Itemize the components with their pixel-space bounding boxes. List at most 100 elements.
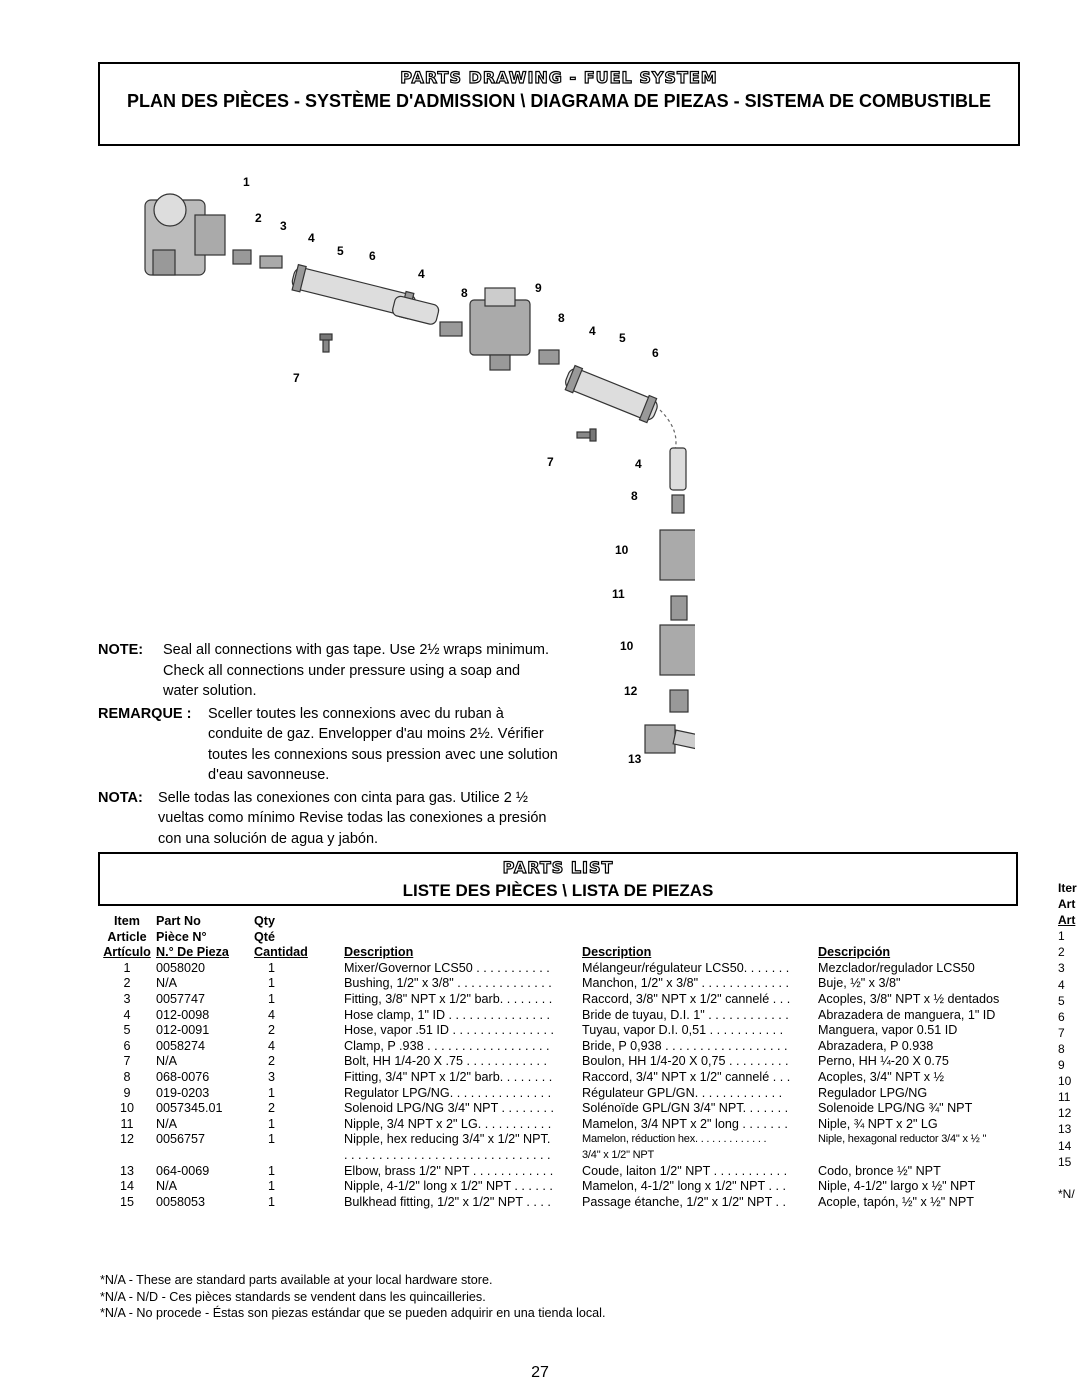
quantity-cell: 4 (268, 1007, 276, 1022)
description-fr-cell: Bride de tuyau, D.I. 1" . . . . . . . . … (582, 1007, 789, 1022)
callout-number: 7 (293, 371, 300, 385)
parts-list-title: PARTS LIST (502, 857, 614, 877)
part-number-cell: N/A (156, 1054, 177, 1069)
description-es-cell: Acople, tapón, ½" x ½" NPT (818, 1194, 974, 1209)
table-row: . . . . . . . . . . . . . . . . . . . . … (98, 1148, 1048, 1164)
fragment-line: Iter (1058, 881, 1077, 895)
callout-number: 10 (615, 543, 629, 557)
parts-table: Item Part No Qty Article Pièce N° Qté Ar… (98, 914, 1048, 1210)
description-es-cell: Buje, ½" x 3/8" (818, 976, 901, 991)
callout-number: 1 (243, 175, 250, 189)
callout-number: 2 (255, 211, 262, 225)
note-text: Seal all connections with gas tape. Use … (163, 642, 550, 699)
table-header-row: Item Part No Qty (98, 914, 1048, 930)
description-es-cell: Niple, ¾ NPT x 2" LG (818, 1116, 938, 1131)
fragment-line: 6 (1058, 1009, 1065, 1024)
callout-number: 5 (619, 331, 626, 345)
note-label: REMARQUE : (98, 705, 192, 722)
description-en-cell: Solenoid LPG/NG 3/4" NPT . . . . . . . . (344, 1101, 555, 1116)
part-number-cell: 0058274 (156, 1038, 206, 1053)
description-es-cell: Solenoide LPG/NG ¾" NPT (818, 1101, 973, 1116)
callout-number: 10 (620, 639, 634, 653)
description-en-cell: Clamp, P .938 . . . . . . . . . . . . . … (344, 1038, 550, 1053)
description-fr-cell: 3/4" x 1/2" NPT (582, 1148, 655, 1161)
parts-drawing-subtitle: PLAN DES PIÈCES - SYSTÈME D'ADMISSION \ … (126, 91, 992, 111)
callout-number: 8 (461, 286, 468, 300)
footnote: *N/A - N/D - Ces pièces standards se ven… (100, 1289, 486, 1304)
callout-number: 7 (547, 455, 554, 469)
description-en-cell: Nipple, 4-1/2" long x 1/2" NPT . . . . .… (344, 1179, 553, 1194)
fragment-line (1058, 1170, 1080, 1186)
description-fr-cell: Régulateur GPL/GN. . . . . . . . . . . .… (582, 1085, 783, 1100)
item-cell: 4 (123, 1007, 131, 1022)
callout-number: 6 (369, 249, 376, 263)
fragment-line: 9 (1058, 1058, 1065, 1073)
quantity-cell: 1 (268, 1194, 276, 1209)
column-header: Qty (254, 914, 275, 928)
description-es-cell: Abrazadera, P 0.938 (818, 1038, 934, 1053)
description-fr-cell: Raccord, 3/4" NPT x 1/2" cannelé . . . (582, 1069, 791, 1084)
item-cell: 3 (123, 991, 131, 1006)
description-fr-cell: Passage étanche, 1/2" x 1/2" NPT . . (582, 1194, 787, 1209)
item-cell: 1 (123, 960, 131, 975)
quantity-cell: 1 (268, 1132, 276, 1147)
note-text: Sceller toutes les connexions avec du ru… (208, 705, 558, 784)
part-number-cell: 0056757 (156, 1132, 206, 1147)
description-fr-cell: Tuyau, vapor D.I. 0,51 . . . . . . . . .… (582, 1023, 784, 1038)
description-en-cell: Hose, vapor .51 ID . . . . . . . . . . .… (344, 1023, 554, 1038)
hose-part (669, 447, 687, 491)
quantity-cell: 1 (268, 1179, 276, 1194)
column-header: Description (344, 945, 414, 960)
note-text: Selle todas las conexiones con cinta par… (158, 789, 547, 847)
description-en-cell: Nipple, 3/4 NPT x 2" LG. . . . . . . . .… (344, 1116, 552, 1131)
description-es-cell: Niple, 4-1/2" largo x ½" NPT (818, 1179, 976, 1194)
callout-number: 4 (308, 231, 315, 245)
bolt-part (319, 333, 333, 353)
item-cell: 2 (123, 976, 131, 991)
bolt-part (576, 428, 597, 442)
callout-number: 3 (280, 219, 287, 233)
column-header: Qté (254, 929, 275, 944)
description-en-cell: Mixer/Governor LCS50 . . . . . . . . . .… (344, 960, 550, 975)
column-header: Artículo (103, 945, 151, 960)
callout-number: 9 (535, 281, 542, 295)
fragment-line: Art (1058, 913, 1076, 928)
description-en-cell: Bushing, 1/2" x 3/8" . . . . . . . . . .… (344, 976, 552, 991)
fragment-line: 15 (1058, 1154, 1072, 1169)
description-fr-cell: Solénoïde GPL/GN 3/4" NPT. . . . . . . (582, 1101, 789, 1116)
fragment-line: 7 (1058, 1025, 1065, 1040)
solenoid-part (659, 529, 695, 581)
parts-drawing-title: PARTS DRAWING - FUEL SYSTEM (400, 67, 718, 87)
part-number-cell: 0057345.01 (156, 1101, 223, 1116)
description-fr-cell: Raccord, 3/8" NPT x 1/2" cannelé . . . (582, 991, 791, 1006)
fuel-system-header: PARTS DRAWING - FUEL SYSTEM PLAN DES PIÈ… (98, 62, 1020, 146)
table-header-row: Artículo N.° De Pieza Cantidad Descripti… (98, 945, 1048, 961)
footnote: *N/A - No procede - Éstas son piezas est… (100, 1306, 606, 1320)
fragment-line: Art (1058, 897, 1076, 912)
description-es-cell: Manguera, vapor 0.51 ID (818, 1023, 958, 1038)
note-spanish: NOTA: Selle todas las conexiones con cin… (98, 788, 558, 850)
description-en-cell: Nipple, hex reducing 3/4" x 1/2" NPT. (344, 1132, 551, 1147)
quantity-cell: 1 (268, 991, 276, 1006)
description-es-cell: Acoples, 3/4" NPT x ½ (818, 1069, 945, 1084)
fragment-line: 2 (1058, 945, 1065, 960)
mixer-governor-part (144, 193, 226, 276)
fragment-line: 4 (1058, 977, 1065, 992)
quantity-cell: 1 (268, 960, 276, 975)
callout-number: 13 (628, 752, 642, 766)
description-fr-cell: Manchon, 1/2" x 3/8" . . . . . . . . . .… (582, 976, 790, 991)
part-number-cell: 012-0098 (156, 1007, 210, 1022)
part-number-cell: 0057747 (156, 991, 206, 1006)
column-header: Item (114, 914, 140, 928)
quantity-cell: 1 (268, 1116, 276, 1131)
fragment-line: 12 (1058, 1106, 1072, 1121)
